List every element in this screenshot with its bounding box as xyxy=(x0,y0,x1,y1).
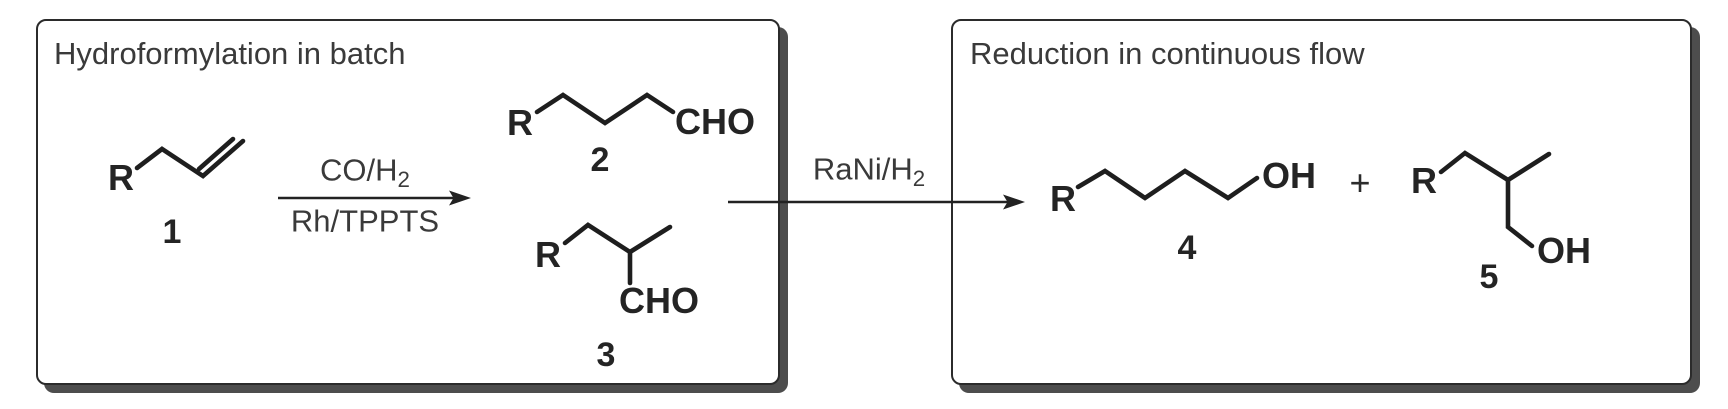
batch-hydroformylation-panel: Hydroformylation in batch xyxy=(36,19,780,385)
co-h2-label: CO/H2 xyxy=(320,155,410,192)
rani-h2-label: RaNi/H2 xyxy=(813,154,925,191)
compound-3-number: 3 xyxy=(596,336,616,374)
compound-2-cho-label: CHO xyxy=(675,101,755,142)
co-h2-subscript: 2 xyxy=(397,166,410,192)
compound-2-number: 2 xyxy=(590,141,610,179)
compound-1-r-label: R xyxy=(108,157,134,198)
compound-1-number: 1 xyxy=(162,213,182,251)
plus-sign: + xyxy=(1349,162,1371,203)
compound-4-oh-label: OH xyxy=(1262,155,1316,196)
rani-h2-subscript: 2 xyxy=(912,165,926,191)
left-panel-title: Hydroformylation in batch xyxy=(54,36,406,71)
rh-tppts-label: Rh/TPPTS xyxy=(290,203,440,239)
right-panel-title: Reduction in continuous flow xyxy=(970,36,1365,71)
compound-4-number: 4 xyxy=(1177,229,1197,267)
compound-5-number: 5 xyxy=(1479,258,1499,296)
compound-3-cho-label: CHO xyxy=(619,280,699,321)
compound-2-r-label: R xyxy=(507,102,533,143)
compound-5-r-label: R xyxy=(1411,160,1437,201)
compound-4-r-label: R xyxy=(1050,178,1076,219)
co-h2-main: CO/H xyxy=(320,152,398,188)
rani-h2-main: RaNi/H xyxy=(812,151,913,187)
compound-5-oh-label: OH xyxy=(1537,230,1591,271)
continuous-flow-reduction-panel: Reduction in continuous flow xyxy=(951,19,1692,385)
compound-3-r-label: R xyxy=(535,234,561,275)
